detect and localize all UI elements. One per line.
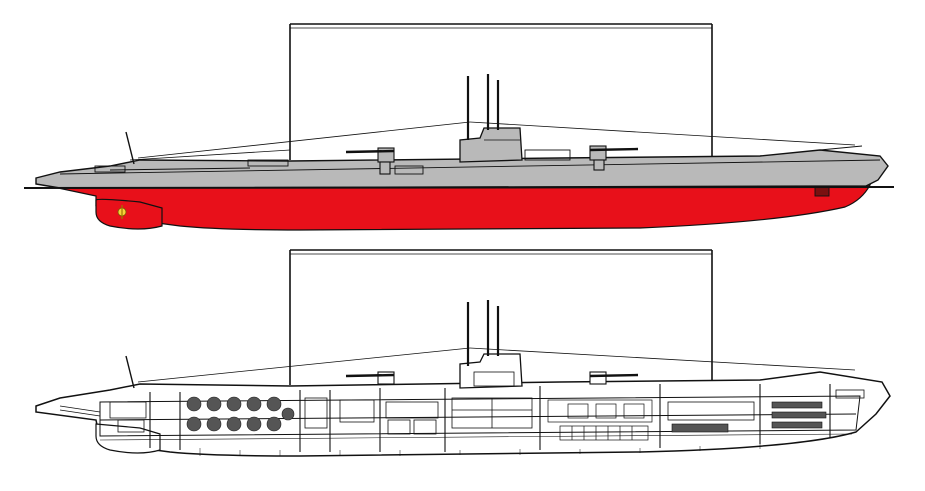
antenna-wires-interior bbox=[137, 347, 856, 383]
deck-gun-aft-interior bbox=[589, 371, 639, 385]
waterline bbox=[23, 186, 895, 189]
bow-net-cutter-interior bbox=[125, 355, 135, 389]
deck-casing bbox=[59, 145, 881, 197]
engine-room bbox=[547, 399, 653, 441]
radio-mast bbox=[289, 23, 713, 160]
rudder bbox=[95, 198, 163, 230]
conning-tower-interior bbox=[459, 353, 523, 389]
radio-mast-interior bbox=[289, 249, 713, 385]
bulkheads bbox=[149, 384, 831, 452]
machinery-forward bbox=[59, 397, 375, 433]
periscopes-interior bbox=[466, 300, 500, 366]
exterior-profile bbox=[23, 23, 895, 231]
deck-gun-forward bbox=[345, 147, 395, 175]
conning-tower bbox=[459, 127, 523, 163]
control-room bbox=[385, 397, 533, 435]
propeller bbox=[117, 205, 127, 219]
interior-profile bbox=[35, 249, 891, 457]
torpedo-room bbox=[667, 389, 865, 433]
deck-gun-aft bbox=[589, 145, 639, 171]
periscopes bbox=[466, 74, 500, 140]
hull-below-waterline bbox=[57, 184, 872, 231]
antenna-wires bbox=[129, 121, 856, 161]
keel-frames bbox=[199, 444, 761, 456]
pressure-hull bbox=[99, 395, 861, 441]
deck-gun-forward-interior bbox=[345, 371, 395, 385]
bow-net-cutter bbox=[125, 131, 135, 165]
battery-cells bbox=[186, 396, 295, 432]
